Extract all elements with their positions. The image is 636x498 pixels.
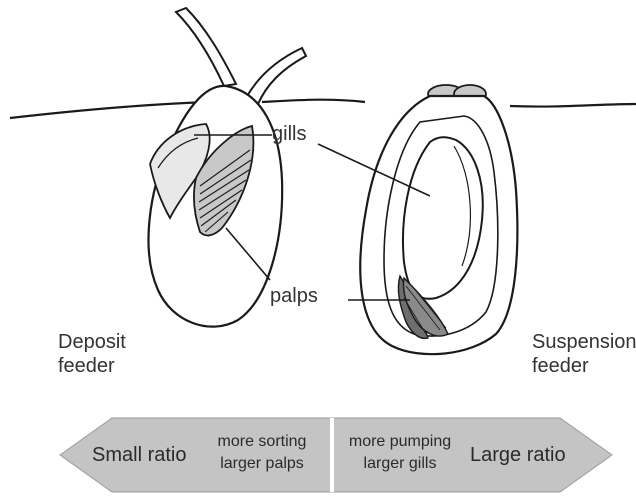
suspension-feeder-label-line2: feeder xyxy=(532,354,589,378)
deposit-feeder-label-line1: Deposit xyxy=(58,330,126,354)
sediment-surface-line xyxy=(10,100,636,118)
right-mid-label-line2: larger gills xyxy=(340,454,460,474)
suspension-feeder-label-line1: Suspension xyxy=(532,330,636,354)
right-mid-label-line1: more pumping xyxy=(340,432,460,452)
left-mid-label-line2: larger palps xyxy=(208,454,316,474)
left-mid-label-line1: more sorting xyxy=(208,432,316,452)
deposit-feeder-label-line2: feeder xyxy=(58,354,115,378)
gills-label: gills xyxy=(272,122,306,146)
large-ratio-label: Large ratio xyxy=(470,443,566,467)
palps-label: palps xyxy=(270,284,318,308)
small-ratio-label: Small ratio xyxy=(92,443,186,467)
